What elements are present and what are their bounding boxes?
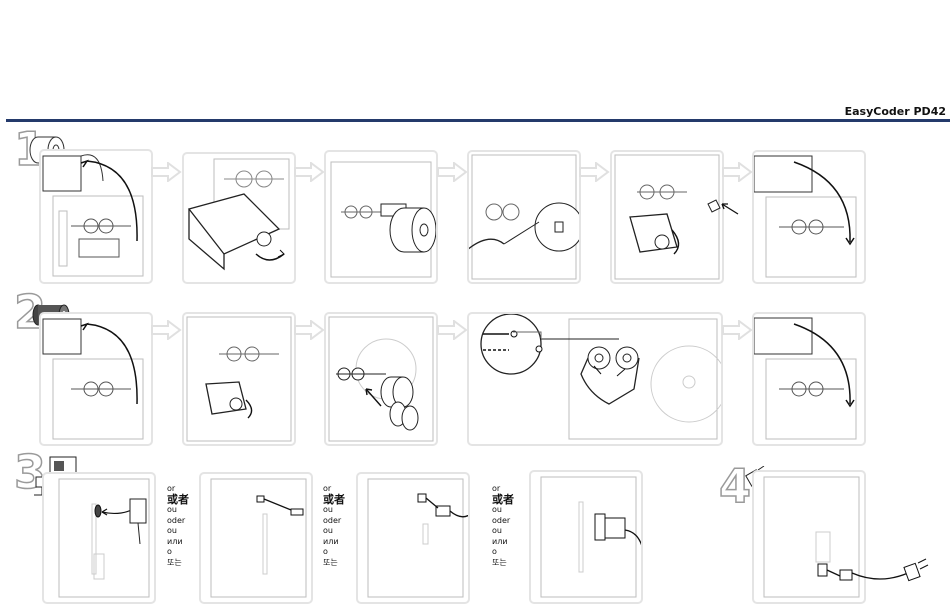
or-label-pt: ou: [323, 526, 333, 535]
usb-cable-illustration: [210, 478, 307, 598]
or-label-en: or: [492, 484, 501, 493]
or-label-ko: 또는: [323, 557, 338, 567]
printhead-release-illustration: [186, 316, 292, 442]
step-number-4: 4: [718, 459, 752, 513]
or-label-zh: 或者: [492, 492, 514, 506]
or-label-fr: ou: [323, 505, 333, 514]
flow-arrow: [294, 162, 325, 182]
flow-arrow: [294, 320, 325, 340]
step1-panel-close-cover: [752, 150, 866, 284]
or-label-fr: ou: [167, 505, 177, 514]
ribbon-path-detail-illustration: [480, 314, 721, 440]
step2-panel-close-cover: [752, 312, 866, 446]
close-cover-illustration: [754, 155, 857, 278]
flow-arrow: [722, 162, 753, 182]
flow-arrow: [151, 162, 182, 182]
or-label-pt: ou: [167, 526, 177, 535]
header-rule: [6, 119, 950, 122]
or-label-zh: 或者: [167, 492, 189, 506]
or-label-multilingual-2: or 或者 ou oder ou или o 또는: [323, 484, 345, 568]
knob-pointer-icon: [707, 199, 739, 215]
page-title: EasyCoder PD42: [844, 105, 946, 118]
step1-panel-media-path: [467, 150, 581, 284]
flow-arrow: [151, 320, 182, 340]
or-label-multilingual-1: or 或者 ou oder ou или o 또는: [167, 484, 189, 568]
or-label-ru: или: [492, 536, 508, 546]
step3-panel-usb: [199, 472, 313, 604]
flow-arrow: [437, 320, 468, 340]
step2-panel-printhead: [182, 312, 296, 446]
or-label-ko: 또는: [492, 557, 507, 567]
or-label-es: o: [323, 547, 328, 556]
or-label-en: or: [323, 484, 332, 493]
step1-panel-open-cover: [39, 149, 153, 284]
step3-panel-ethernet: [356, 472, 470, 604]
parallel-cable-illustration: [540, 476, 641, 598]
or-label-pt: ou: [492, 526, 502, 535]
step1-panel-load-roll: [324, 150, 438, 284]
close-printhead-illustration: [614, 154, 720, 280]
or-label-ko: 또는: [167, 557, 182, 567]
media-path-detail-illustration: [469, 154, 579, 280]
or-label-de: oder: [167, 515, 186, 525]
step2-panel-load-ribbon: [324, 312, 438, 446]
step4-panel-power: [752, 470, 866, 604]
printer-open-cover-illustration: [42, 318, 144, 440]
flow-arrow: [722, 320, 753, 340]
close-cover-illustration: [754, 317, 857, 440]
or-label-ru: или: [167, 536, 183, 546]
load-media-roll-illustration: [330, 161, 436, 278]
or-label-zh: 或者: [323, 492, 345, 506]
or-label-es: o: [167, 547, 172, 556]
step2-panel-ribbon-path: [467, 312, 723, 446]
power-cord-icon: [851, 558, 929, 582]
step1-panel-close-printhead: [610, 150, 724, 284]
or-label-multilingual-3: or 或者 ou oder ou или o 또는: [492, 484, 514, 568]
or-label-en: or: [167, 484, 176, 493]
power-cable-illustration: [763, 476, 860, 598]
or-label-de: oder: [323, 515, 342, 525]
step1-panel-printhead: [182, 152, 296, 284]
step2-panel-open-cover: [39, 312, 153, 446]
flow-arrow: [437, 162, 468, 182]
or-label-ru: или: [323, 536, 339, 546]
step3-panel-parallel: [529, 470, 643, 604]
printer-open-cover-illustration: [42, 154, 144, 277]
step3-panel-serial: [42, 472, 156, 604]
step-number-3: 3: [13, 445, 47, 499]
serial-cable-illustration: [58, 478, 150, 598]
printhead-release-illustration: [187, 158, 290, 271]
flow-arrow: [579, 162, 610, 182]
load-ribbon-illustration: [328, 316, 434, 442]
or-label-fr: ou: [492, 505, 502, 514]
or-label-es: o: [492, 547, 497, 556]
ethernet-cable-illustration: [367, 478, 468, 598]
or-label-de: oder: [492, 515, 511, 525]
